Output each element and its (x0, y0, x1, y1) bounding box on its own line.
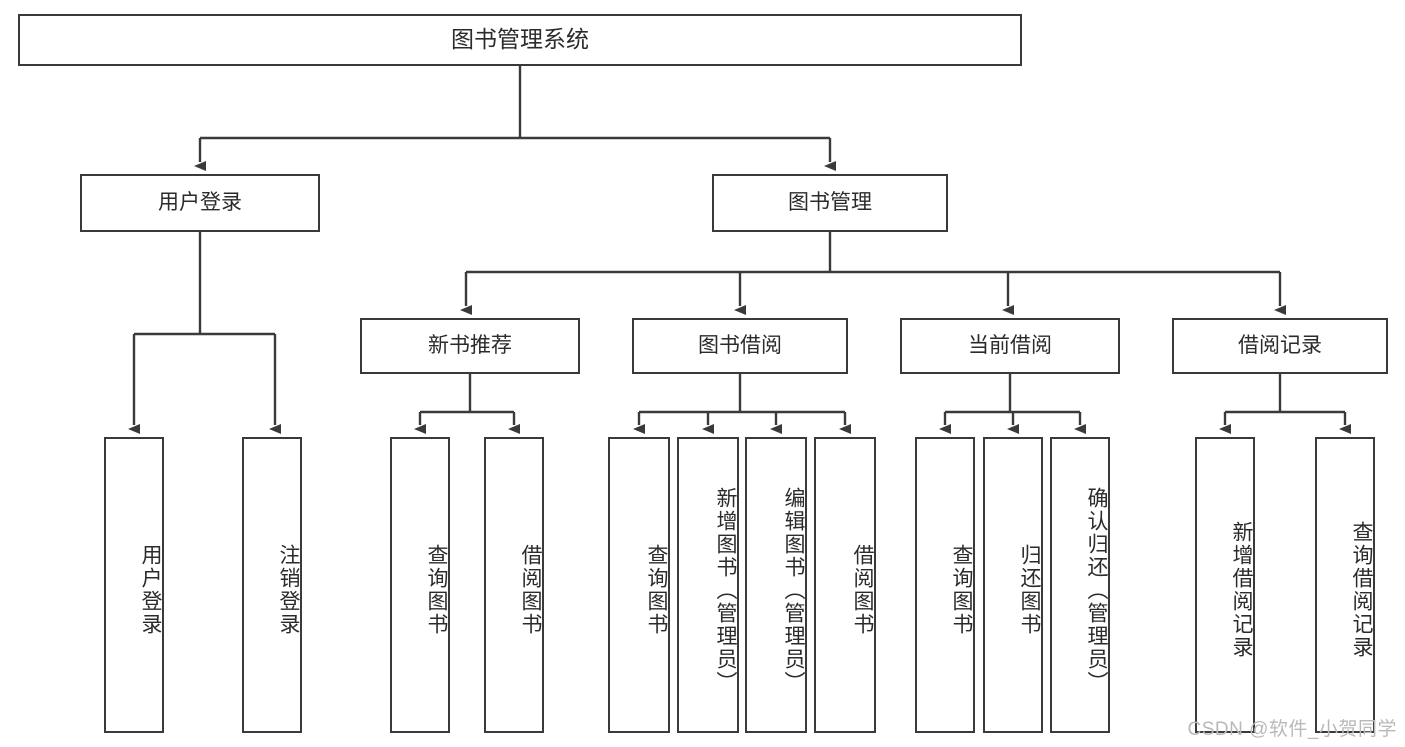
node-borrow-record[interactable]: 借阅记录 (1172, 318, 1388, 374)
node-leaf-query-borrow-record-label: 查询借阅记录 (1350, 521, 1373, 659)
node-book-manage-label: 图书管理 (788, 190, 872, 214)
node-leaf-borrow-book-2-label: 借阅图书 (851, 544, 874, 636)
node-borrow-record-label: 借阅记录 (1238, 333, 1322, 357)
node-leaf-edit-book-admin-label: 编辑图书（管理员） (782, 486, 805, 694)
node-leaf-borrow-book-1[interactable]: 借阅图书 (484, 437, 544, 733)
node-leaf-query-book-2-label: 查询图书 (645, 544, 668, 636)
node-leaf-add-book-admin-label: 新增图书（管理员） (714, 486, 737, 694)
node-current-borrow[interactable]: 当前借阅 (900, 318, 1120, 374)
node-leaf-user-logout-label: 注销登录 (277, 544, 300, 636)
node-root-label: 图书管理系统 (451, 26, 589, 53)
node-leaf-query-book-2[interactable]: 查询图书 (608, 437, 670, 733)
node-book-borrow[interactable]: 图书借阅 (632, 318, 848, 374)
node-leaf-return-book-label: 归还图书 (1018, 544, 1041, 636)
node-leaf-add-borrow-record-label: 新增借阅记录 (1230, 521, 1253, 659)
node-leaf-return-book[interactable]: 归还图书 (983, 437, 1043, 733)
node-leaf-user-login-label: 用户登录 (139, 544, 162, 636)
node-leaf-query-borrow-record[interactable]: 查询借阅记录 (1315, 437, 1375, 733)
node-leaf-confirm-return-admin-label: 确认归还（管理员） (1085, 486, 1108, 694)
node-user-login[interactable]: 用户登录 (80, 174, 320, 232)
node-leaf-query-book-1-label: 查询图书 (425, 544, 448, 636)
watermark-text: CSDN @软件_小贺同学 (1187, 719, 1397, 740)
node-leaf-borrow-book-2[interactable]: 借阅图书 (814, 437, 876, 733)
node-leaf-user-logout[interactable]: 注销登录 (242, 437, 302, 733)
node-book-borrow-label: 图书借阅 (698, 333, 782, 357)
node-leaf-query-book-1[interactable]: 查询图书 (390, 437, 450, 733)
node-root-system[interactable]: 图书管理系统 (18, 14, 1022, 66)
node-user-login-label: 用户登录 (158, 190, 242, 214)
node-leaf-query-book-3[interactable]: 查询图书 (915, 437, 975, 733)
node-leaf-query-book-3-label: 查询图书 (950, 544, 973, 636)
node-book-manage[interactable]: 图书管理 (712, 174, 948, 232)
node-current-borrow-label: 当前借阅 (968, 333, 1052, 357)
node-leaf-edit-book-admin[interactable]: 编辑图书（管理员） (745, 437, 807, 733)
node-leaf-confirm-return-admin[interactable]: 确认归还（管理员） (1050, 437, 1110, 733)
node-leaf-borrow-book-1-label: 借阅图书 (519, 544, 542, 636)
node-new-book-recommend[interactable]: 新书推荐 (360, 318, 580, 374)
node-new-book-recommend-label: 新书推荐 (428, 333, 512, 357)
node-leaf-add-borrow-record[interactable]: 新增借阅记录 (1195, 437, 1255, 733)
node-leaf-user-login[interactable]: 用户登录 (104, 437, 164, 733)
node-leaf-add-book-admin[interactable]: 新增图书（管理员） (677, 437, 739, 733)
